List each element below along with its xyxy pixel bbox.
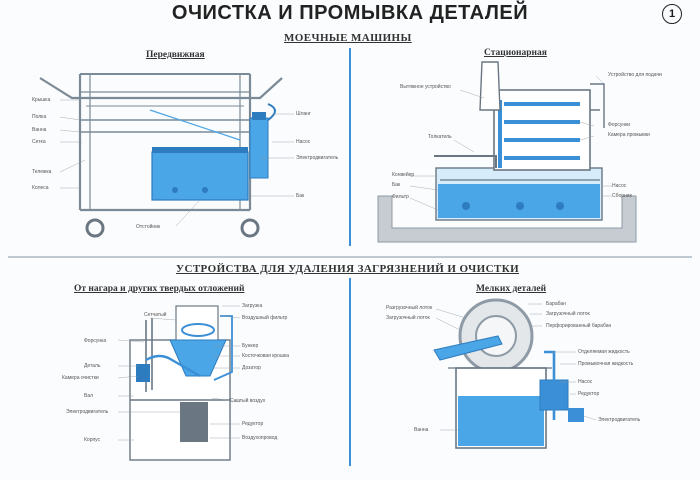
label-carbon-4: Камера очистки [62,375,99,381]
label-small-6: Отделяемая жидкость [578,349,630,355]
label-mobile-5: Тележка [32,169,52,175]
sheet-number: 1 [662,4,682,24]
label-stationary-4: Бак [392,182,401,188]
label-carbon-13: Сжатый воздух [230,398,266,404]
label-carbon-11: Косточковая крошка [242,353,290,359]
label-small-1: Разгрузочный лоток [386,305,433,311]
label-carbon-10: Бункер [242,343,259,349]
label-carbon-14: Редуктор [242,421,264,427]
label-mobile-7: Шланг [296,111,311,117]
label-stationary-5: Фильтр [392,194,409,200]
label-stationary-1: Вытяжное устройство [400,84,451,90]
label-carbon-15: Воздухопровод [242,435,278,441]
label-small-11: Ванна [414,427,429,433]
stationary-water [438,184,600,218]
label-small-9: Редуктор [578,391,600,397]
section-title-devices: УСТРОЙСТВА ДЛЯ УДАЛЕНИЯ ЗАГРЯЗНЕНИЙ И ОЧ… [176,263,520,275]
label-carbon-12: Дозатор [242,365,261,371]
panel-title-stationary: Стационарная [484,48,547,58]
label-mobile-3: Ванна [32,127,47,133]
panel-title-carbon: От нагара и других твердых отложений [74,284,245,294]
label-carbon-9: Воздушный фильтр [242,315,288,321]
label-mobile-10: Бак [296,193,305,199]
label-carbon-5: Вал [84,393,94,399]
label-stationary-6: Устройство для подачи [608,72,662,78]
label-mobile-9: Электродвигатель [296,155,339,161]
label-small-8: Насос [578,379,593,385]
carbon-motor [180,402,208,442]
label-mobile-6: Колеса [32,185,49,191]
label-stationary-10: Сборник [612,193,632,199]
poster-title: ОЧИСТКА И ПРОМЫВКА ДЕТАЛЕЙ [171,2,529,24]
label-stationary-3: Конвейер [392,172,415,178]
label-carbon-1: Сетчатый [144,312,167,318]
label-mobile-2: Полка [32,114,47,120]
label-mobile-1: Крышка [32,97,51,103]
label-mobile-8: Насос [296,139,311,145]
label-small-3: Барабан [546,301,566,307]
label-small-5: Перфорированный барабан [546,323,612,329]
label-stationary-8: Камера промывки [608,132,650,138]
label-carbon-6: Электродвигатель [66,409,109,415]
label-carbon-3: Деталь [84,363,101,369]
label-stationary-2: Толкатель [428,134,452,140]
label-small-4: Загрузочный лоток [546,311,590,317]
divider-top [349,48,351,246]
label-carbon-7: Корпус [84,437,101,443]
label-small-2: Загрузочный лоток [386,315,430,321]
mobile-tank [151,151,249,201]
divider-bottom [349,278,351,466]
panel-title-mobile: Передвижная [146,50,205,60]
panel-title-small: Мелких деталей [476,284,547,294]
label-carbon-8: Загрузка [242,303,263,309]
label-small-7: Промывочная жидкость [578,361,634,367]
small-water [458,396,544,446]
label-stationary-7: Форсунки [608,122,631,128]
label-small-10: Электродвигатель [598,417,641,423]
label-mobile-11: Отстойник [136,224,161,230]
label-stationary-9: Насос [612,183,627,189]
mobile-tank-rim [152,147,248,153]
label-carbon-2: Форсунка [84,338,107,344]
section-title-washers: МОЕЧНЫЕ МАШИНЫ [284,32,412,44]
divider-horizontal [8,256,692,258]
label-mobile-4: Сетка [32,139,46,145]
